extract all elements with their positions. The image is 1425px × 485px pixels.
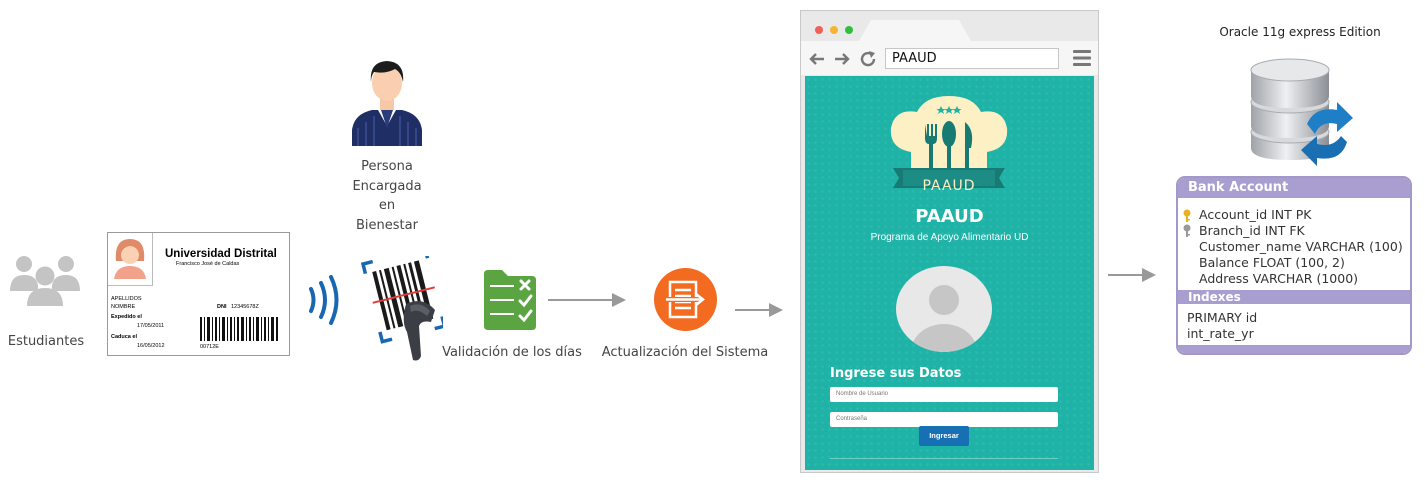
column-row: Customer_name VARCHAR (100)	[1199, 239, 1403, 254]
browser-tab[interactable]	[859, 20, 971, 41]
close-dot[interactable]	[815, 26, 823, 34]
validation-checklist-icon	[484, 270, 536, 330]
foreign-key-icon	[1183, 224, 1191, 237]
login-heading: Ingrese sus Datos	[830, 366, 962, 381]
arrow-validation-to-update	[548, 293, 626, 307]
indexes-header: Indexes	[1178, 290, 1410, 304]
arrow-browser-to-database	[1108, 268, 1156, 282]
submit-button[interactable]: Ingresar	[919, 426, 969, 446]
password-input[interactable]: Contraseña	[830, 412, 1058, 427]
reload-icon[interactable]	[859, 50, 877, 68]
column-row: Address VARCHAR (1000)	[1199, 271, 1359, 286]
card-subtitle: Francisco José de Caldas	[176, 261, 240, 267]
user-avatar-icon	[896, 266, 992, 352]
card-university: Universidad Distrital	[165, 248, 277, 260]
person-label-line-2: Encargada	[352, 178, 422, 194]
browser-window: PAAUD PAAUD PAAUD Programa de Apoyo Alim…	[800, 10, 1099, 473]
arrow-update-to-browser	[735, 303, 783, 317]
database-icon	[1250, 58, 1353, 166]
student-avatar-icon	[114, 239, 146, 279]
chef-hat-logo-icon	[890, 96, 1008, 188]
person-label-line-4: Bienestar	[356, 217, 418, 233]
person-label: Persona Encargada en Bienestar	[334, 157, 440, 235]
card-expedido-label: Expedido el	[111, 314, 142, 320]
column-row: Branch_id INT FK	[1199, 223, 1305, 238]
person-icon	[352, 61, 422, 146]
browser-tab-bar	[801, 11, 1098, 41]
minimize-dot[interactable]	[830, 26, 838, 34]
card-caduca-value: 16/05/2012	[137, 343, 165, 349]
database-title: Oracle 11g express Edition	[1219, 25, 1381, 39]
maximize-dot[interactable]	[845, 26, 853, 34]
person-label-line-3: en	[378, 198, 396, 213]
index-row: PRIMARY id	[1187, 310, 1258, 325]
address-bar[interactable]: PAAUD	[885, 48, 1059, 69]
card-dni-value: 12345678Z	[231, 304, 259, 310]
card-caduca-label: Caduca el	[111, 334, 137, 340]
person-label-line-1: Persona	[361, 159, 413, 174]
card-dni-label: DNI	[217, 304, 227, 310]
system-update-icon	[654, 268, 717, 331]
column-row: Account_id INT PK	[1199, 207, 1312, 222]
update-label: Actualización del Sistema	[601, 345, 769, 360]
column-row: Balance FLOAT (100, 2)	[1199, 255, 1345, 270]
barcode-scanner-icon	[309, 256, 443, 361]
primary-key-icon	[1183, 209, 1191, 222]
students-label: Estudiantes	[7, 334, 85, 349]
logo-banner-text: PAAUD	[922, 178, 976, 194]
student-id-card: Universidad Distrital Francisco José de …	[107, 232, 290, 356]
card-apellidos: APELLIDOS	[111, 296, 142, 302]
id-photo	[108, 233, 153, 286]
app-name: PAAUD	[915, 206, 984, 227]
table-name: Bank Account	[1178, 178, 1410, 198]
username-input[interactable]: Nombre de Usuario	[830, 387, 1058, 402]
table-footer	[1178, 345, 1410, 353]
table-schema-card: Bank Account Account_id INT PK Branch_id…	[1176, 176, 1412, 355]
card-expedido-value: 17/05/2011	[137, 323, 165, 329]
validation-label: Validación de los días	[442, 345, 582, 360]
card-barcode	[200, 317, 278, 341]
screen-divider	[830, 458, 1058, 459]
app-login-screen: PAAUD PAAUD Programa de Apoyo Alimentari…	[805, 76, 1094, 470]
students-group-icon	[10, 256, 80, 306]
back-arrow-icon[interactable]	[809, 52, 825, 66]
menu-icon[interactable]	[1073, 49, 1091, 67]
card-nombre: NOMBRE	[111, 304, 136, 310]
card-barcode-number: 00712E	[200, 344, 219, 350]
app-subtitle: Programa de Apoyo Alimentario UD	[870, 232, 1029, 243]
index-row: int_rate_yr	[1187, 326, 1254, 341]
forward-arrow-icon[interactable]	[834, 52, 850, 66]
